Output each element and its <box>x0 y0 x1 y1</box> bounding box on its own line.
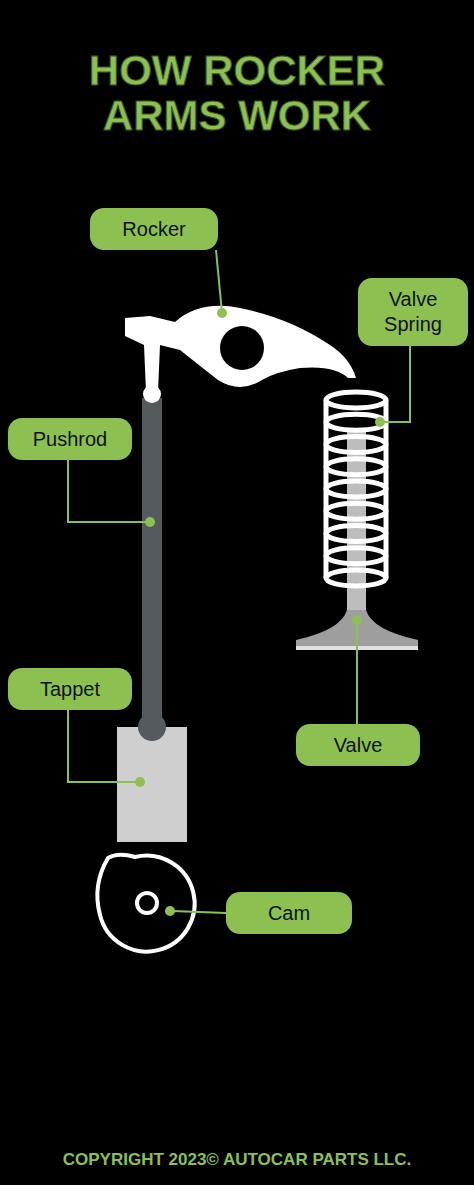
leader-line <box>216 250 222 313</box>
diagram-title: HOW ROCKER ARMS WORK <box>47 48 427 139</box>
spring-coil <box>326 414 386 430</box>
label-pill: Valve Spring <box>358 278 468 346</box>
spring-coil <box>326 526 386 542</box>
spring-coil <box>326 437 386 453</box>
cam-lobe <box>97 855 194 952</box>
copyright-caption: COPYRIGHT 2023© AUTOCAR PARTS LLC. <box>4 1150 470 1170</box>
camshaft <box>137 893 157 913</box>
leader-line <box>356 620 358 724</box>
part-name: Pushrod <box>33 427 108 452</box>
leader-lines <box>68 250 410 913</box>
label-pill: Valve <box>296 724 420 766</box>
part-name: Tappet <box>40 677 100 702</box>
rocker-pivot-hole <box>220 326 264 370</box>
leader-line <box>68 710 140 782</box>
label-pill: Tappet <box>8 668 132 710</box>
leader-line <box>172 911 226 913</box>
part-name: Cam <box>268 901 310 926</box>
rocker-shape <box>125 306 356 392</box>
spring-coil <box>326 481 386 497</box>
part-name: Rocker <box>122 217 185 242</box>
adjuster-ball <box>143 385 161 403</box>
valve-spring-coils <box>326 392 386 586</box>
leader-dot <box>145 517 155 527</box>
leader-dot <box>165 906 175 916</box>
spring-coil <box>326 570 386 586</box>
leader-dot <box>217 308 227 318</box>
tappet-socket <box>138 713 166 741</box>
tappet-shape <box>117 727 187 842</box>
spring-coil <box>326 392 386 408</box>
leader-line <box>68 460 150 522</box>
label-pill: Pushrod <box>8 418 132 460</box>
pushrod-shape <box>142 398 162 728</box>
label-pill: Cam <box>226 892 352 934</box>
leader-dot <box>352 615 362 625</box>
part-name: Valve <box>334 733 383 758</box>
leader-line <box>380 346 410 422</box>
spring-coil <box>326 548 386 564</box>
leader-dots <box>135 308 385 916</box>
label-pill: Rocker <box>90 208 218 250</box>
spring-coil <box>326 459 386 475</box>
leader-dot <box>135 777 145 787</box>
part-name: Valve Spring <box>368 287 458 337</box>
leader-dot <box>375 417 385 427</box>
spring-side <box>384 400 389 578</box>
spring-coil <box>326 503 386 519</box>
spring-side <box>324 400 329 578</box>
